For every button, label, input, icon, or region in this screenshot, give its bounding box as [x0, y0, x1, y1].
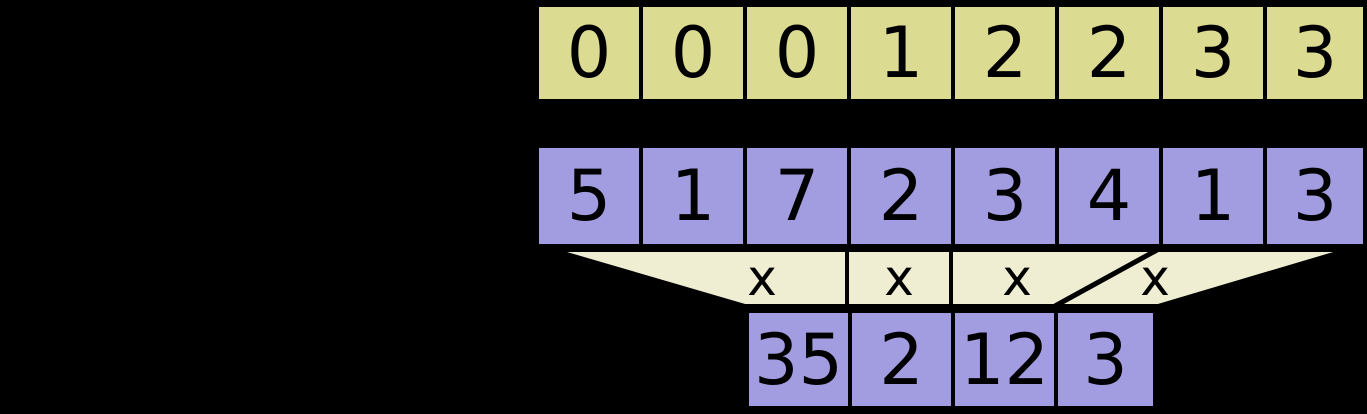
result-cell: 2	[848, 309, 951, 410]
value-cell: 2	[847, 144, 951, 248]
keys-row: 0 0 0 1 2 2 3 3	[535, 3, 1367, 103]
key-cell: 2	[1055, 3, 1159, 103]
key-cell: 2	[951, 3, 1055, 103]
value-cell: 3	[951, 144, 1055, 248]
result-cell: 3	[1054, 309, 1157, 410]
value-cell: 3	[1263, 144, 1367, 248]
key-cell: 3	[1263, 3, 1367, 103]
key-cell: 3	[1159, 3, 1263, 103]
value-cell: 4	[1055, 144, 1159, 248]
value-cell: 1	[639, 144, 743, 248]
result-cell: 35	[745, 309, 848, 410]
value-cell: 7	[743, 144, 847, 248]
multiply-operator-label: x	[747, 249, 777, 307]
funnel-shape	[552, 248, 1348, 308]
multiply-operator-label: x	[884, 249, 914, 307]
multiply-operator-label: x	[1002, 249, 1032, 307]
key-cell: 0	[639, 3, 743, 103]
key-cell: 1	[847, 3, 951, 103]
values-row: 5 1 7 2 3 4 1 3	[535, 144, 1367, 248]
value-cell: 1	[1159, 144, 1263, 248]
multiply-operator-label: x	[1140, 249, 1170, 307]
key-cell: 0	[535, 3, 639, 103]
result-cell: 12	[951, 309, 1054, 410]
key-cell: 0	[743, 3, 847, 103]
value-cell: 5	[535, 144, 639, 248]
results-row: 35 2 12 3	[745, 309, 1157, 410]
